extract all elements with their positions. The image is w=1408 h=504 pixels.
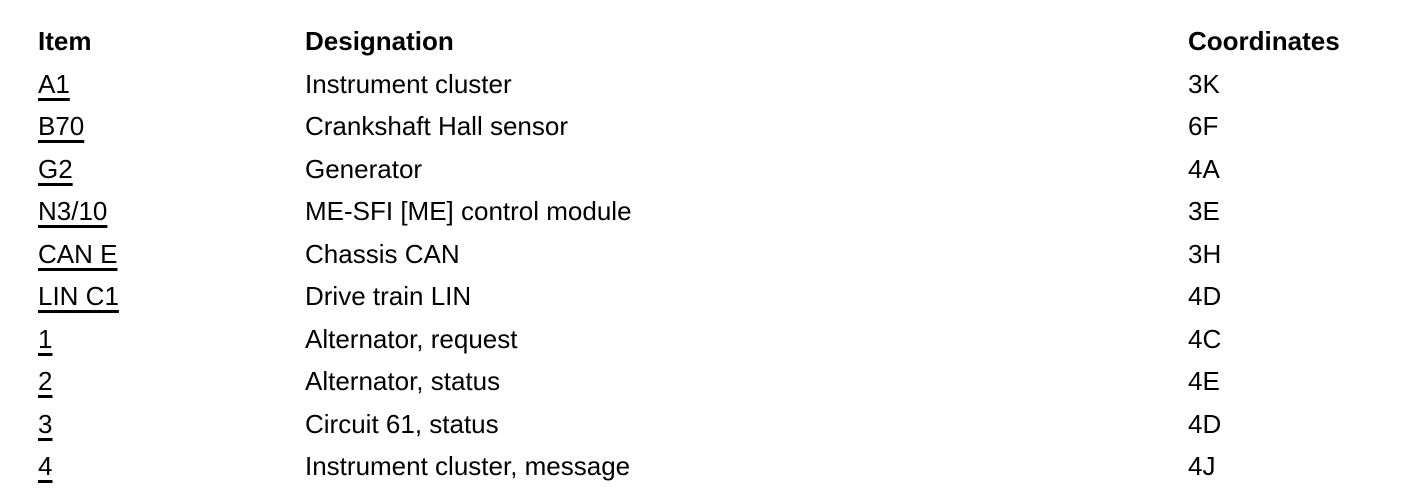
item-cell: G2 xyxy=(38,148,305,191)
column-header-item: Item xyxy=(38,26,92,56)
item-link[interactable]: CAN E xyxy=(38,238,118,269)
table-row: G2 Generator 4A xyxy=(38,148,1408,191)
item-cell: A1 xyxy=(38,63,305,106)
item-link[interactable]: A1 xyxy=(38,68,70,99)
table-row: A1 Instrument cluster 3K xyxy=(38,63,1408,106)
item-cell: 4 xyxy=(38,445,305,488)
designation-cell: Generator xyxy=(305,153,423,184)
designation-cell: Instrument cluster xyxy=(305,68,512,99)
item-cell: N3/10 xyxy=(38,190,305,233)
coordinates-cell: 3E xyxy=(1188,196,1220,226)
coordinates-cell: 4D xyxy=(1188,281,1222,311)
table-row: CAN E Chassis CAN 3H xyxy=(38,233,1408,276)
table-row: 1 Alternator, request 4C xyxy=(38,318,1408,361)
column-header-designation: Designation xyxy=(305,26,454,56)
coordinates-cell: 4C xyxy=(1188,323,1222,354)
component-legend-table: Item Designation Coordinates A1 Instrume… xyxy=(38,20,1408,488)
item-cell: 2 xyxy=(38,360,305,403)
table-header-row: Item Designation Coordinates xyxy=(38,20,1408,63)
table-row: 4 Instrument cluster, message 4J xyxy=(38,445,1408,488)
column-header-coordinates: Coordinates xyxy=(1188,26,1340,56)
item-link[interactable]: B70 xyxy=(38,111,85,141)
coordinates-cell: 6F xyxy=(1188,111,1219,141)
designation-cell: Alternator, request xyxy=(305,323,518,354)
table-row: B70 Crankshaft Hall sensor 6F xyxy=(38,105,1408,148)
item-link[interactable]: LIN C1 xyxy=(38,281,119,311)
designation-cell: Crankshaft Hall sensor xyxy=(305,111,568,141)
designation-cell: Drive train LIN xyxy=(305,281,472,311)
item-link[interactable]: 1 xyxy=(38,323,53,354)
designation-cell: ME-SFI [ME] control module xyxy=(305,196,632,226)
coordinates-cell: 3K xyxy=(1188,68,1220,99)
coordinates-cell: 4J xyxy=(1188,451,1216,481)
table-row: 3 Circuit 61, status 4D xyxy=(38,403,1408,446)
item-link[interactable]: G2 xyxy=(38,153,73,184)
item-cell: CAN E xyxy=(38,233,305,276)
item-link[interactable]: N3/10 xyxy=(38,196,108,226)
coordinates-cell: 3H xyxy=(1188,238,1222,269)
item-cell: 3 xyxy=(38,403,305,446)
table-body: A1 Instrument cluster 3K B70 Crankshaft … xyxy=(38,63,1408,488)
designation-cell: Alternator, status xyxy=(305,366,501,396)
designation-cell: Instrument cluster, message xyxy=(305,451,631,481)
item-cell: LIN C1 xyxy=(38,275,305,318)
designation-cell: Chassis CAN xyxy=(305,238,460,269)
item-link[interactable]: 3 xyxy=(38,408,53,439)
coordinates-cell: 4A xyxy=(1188,153,1220,184)
item-cell: 1 xyxy=(38,318,305,361)
item-link[interactable]: 2 xyxy=(38,366,53,396)
item-cell: B70 xyxy=(38,105,305,148)
table-row: N3/10 ME-SFI [ME] control module 3E xyxy=(38,190,1408,233)
table-row: LIN C1 Drive train LIN 4D xyxy=(38,275,1408,318)
coordinates-cell: 4E xyxy=(1188,366,1220,396)
table-row: 2 Alternator, status 4E xyxy=(38,360,1408,403)
item-link[interactable]: 4 xyxy=(38,451,53,481)
designation-cell: Circuit 61, status xyxy=(305,408,499,439)
coordinates-cell: 4D xyxy=(1188,408,1222,439)
